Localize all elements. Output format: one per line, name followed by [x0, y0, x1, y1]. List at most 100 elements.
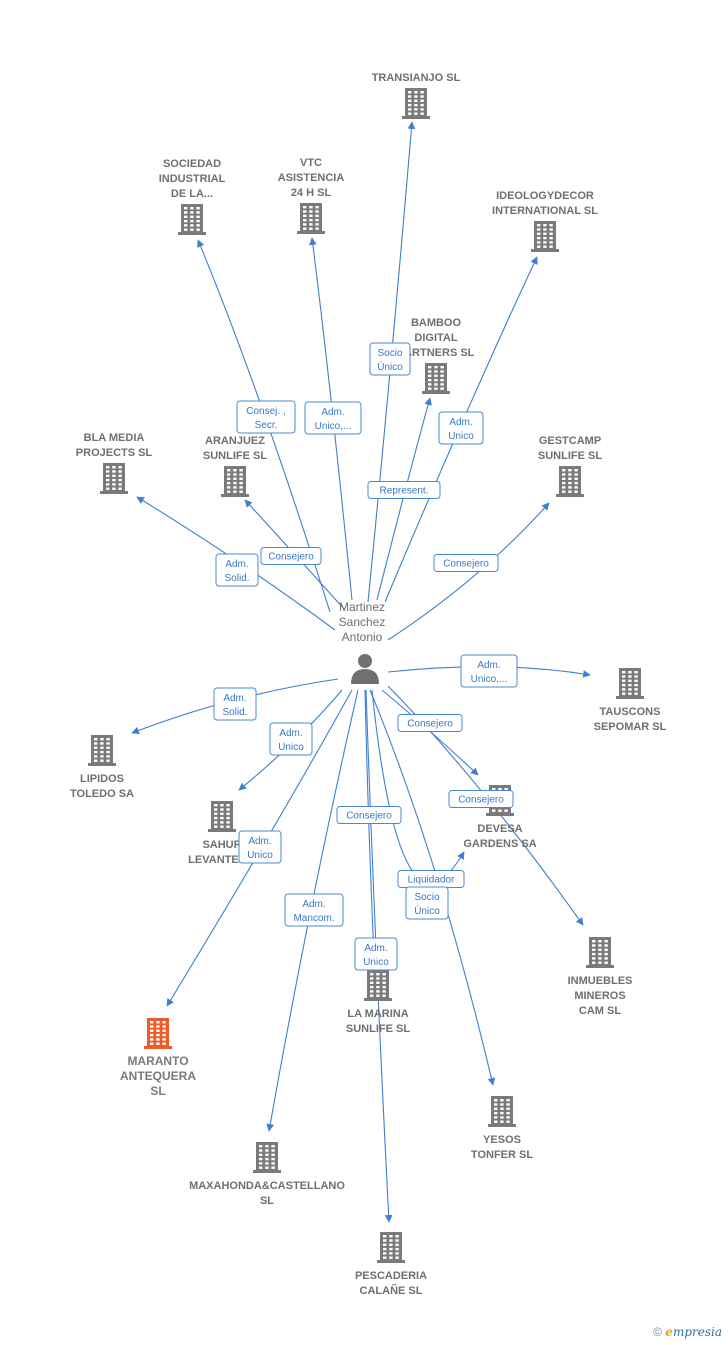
relation-text: Unico [448, 431, 474, 442]
company-label: MINEROS [574, 990, 625, 1002]
brand-logo[interactable]: empresia [665, 1325, 722, 1339]
company-label: LIPIDOS [80, 773, 124, 785]
company-label: ANTEQUERA [120, 1069, 196, 1083]
relation-label-ideology[interactable]: Adm. Unico [438, 411, 484, 445]
relation-text: Consejero [346, 811, 392, 822]
relation-text: Secr. [255, 420, 278, 431]
company-node-lipidos[interactable]: LIPIDOS TOLEDO SA [70, 735, 134, 800]
relation-label-bamboo[interactable]: Represent. [367, 481, 441, 499]
building-icon [377, 1232, 405, 1263]
relation-text: Unico [363, 957, 389, 968]
building-icon [297, 203, 325, 234]
company-node-lamarina[interactable]: LA MARINA SUNLIFE SL [346, 970, 410, 1035]
building-icon [208, 801, 236, 832]
relation-text: Adm. [279, 728, 302, 739]
relation-text: Consejero [268, 552, 314, 563]
relation-label-pescaderia[interactable]: Consejero [336, 806, 402, 824]
building-icon [178, 204, 206, 235]
company-label: BLA MEDIA [84, 432, 145, 444]
relation-text: Socio [414, 892, 439, 903]
company-label: ASISTENCIA [278, 172, 345, 184]
relation-text: Adm. [248, 836, 271, 847]
company-label: INTERNATIONAL SL [492, 205, 598, 217]
building-icon [144, 1018, 172, 1049]
relation-text: Solid. [222, 707, 247, 718]
company-label: SUNLIFE SL [538, 450, 602, 462]
relation-text: Consej. , [246, 406, 285, 417]
company-label: IDEOLOGYDECOR [496, 190, 594, 202]
footer-brand: © empresia [653, 1325, 722, 1339]
relation-label-inmuebles[interactable]: Consejero [448, 790, 514, 808]
company-node-aranjuez[interactable]: ARANJUEZ SUNLIFE SL [203, 435, 267, 497]
company-node-ideology[interactable]: IDEOLOGYDECOR INTERNATIONAL SL [492, 190, 598, 252]
company-label: SUNLIFE SL [346, 1023, 410, 1035]
company-label: BAMBOO [411, 317, 462, 329]
company-label: DEVESA [477, 823, 522, 835]
relation-label-devesa[interactable]: Liquidador [397, 870, 465, 888]
company-label: DIGITAL [414, 332, 457, 344]
relation-label-sahur[interactable]: Adm.Unico [269, 722, 313, 756]
relation-text: Adm. [321, 407, 344, 418]
edge-devesa [381, 689, 479, 776]
company-label: INDUSTRIAL [159, 173, 226, 185]
company-label: CALAÑE SL [360, 1284, 423, 1297]
relation-text: Único [414, 904, 440, 917]
company-node-transianjo[interactable]: TRANSIANJO SL [372, 72, 461, 119]
person-name: Martinez [339, 600, 385, 614]
company-label: MAXAHONDA&CASTELLANO [189, 1180, 345, 1192]
company-label: INMUEBLES [568, 975, 633, 987]
relation-label-maranto[interactable]: Adm.Unico [238, 830, 282, 864]
relation-label-lipidos[interactable]: Adm.Solid. [213, 687, 257, 721]
relation-text: Solid. [224, 573, 249, 584]
company-label: VTC [300, 157, 322, 169]
company-label: LA MARINA [347, 1008, 408, 1020]
relation-text: Consejero [458, 795, 504, 806]
relation-label-devesa[interactable]: Consejero [397, 714, 463, 732]
company-label: SUNLIFE SL [203, 450, 267, 462]
building-icon [616, 668, 644, 699]
relation-text: Adm. [225, 559, 248, 570]
relation-label-lamarina[interactable]: Adm.Unico [354, 937, 398, 971]
building-icon [556, 466, 584, 497]
relation-label-maxahonda[interactable]: Adm.Mancom. [284, 893, 344, 927]
building-icon [364, 970, 392, 1001]
relation-label-aranjuez[interactable]: Consejero [260, 547, 322, 565]
company-label: PROJECTS SL [76, 447, 153, 459]
company-label: SAHUR [202, 839, 241, 851]
company-label: SL [150, 1084, 165, 1098]
company-label: YESOS [483, 1134, 521, 1146]
relation-label-sociedad[interactable]: Consej. , Secr. [236, 400, 296, 434]
edge-gestcamp [387, 502, 550, 641]
building-icon [531, 221, 559, 252]
relation-text: Unico,... [315, 421, 352, 432]
company-label: ARANJUEZ [205, 435, 265, 447]
relation-label-tauscons[interactable]: Adm.Unico,... [460, 654, 518, 688]
company-label: PESCADERIA [355, 1270, 427, 1282]
company-label: TOLEDO SA [70, 788, 134, 800]
relation-label-gestcamp[interactable]: Consejero [433, 554, 499, 572]
relation-text: Adm. [477, 660, 500, 671]
company-node-blamedia[interactable]: BLA MEDIA PROJECTS SL [76, 432, 153, 494]
relation-text: Liquidador [408, 875, 455, 886]
edge-vtc [309, 237, 353, 601]
relation-text: Adm. [449, 417, 472, 428]
company-node-pescaderia[interactable]: PESCADERIA CALAÑE SL [355, 1232, 427, 1297]
relation-label-blamedia[interactable]: Adm. Solid. [215, 553, 259, 587]
relation-label-vtc[interactable]: Adm. Unico,... [304, 401, 362, 435]
relation-text: Consejero [443, 559, 489, 570]
building-icon [488, 1096, 516, 1127]
